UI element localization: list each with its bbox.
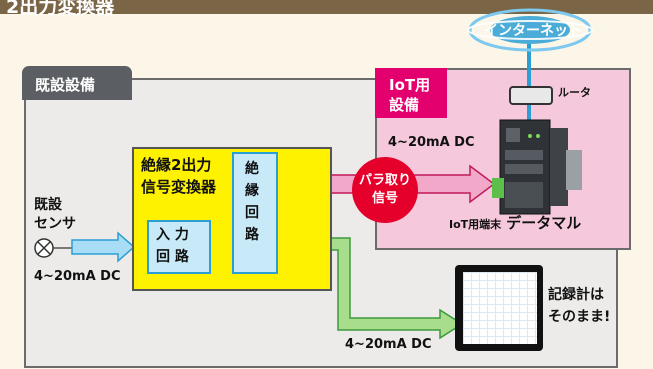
- parallel-line2: 信号: [371, 191, 398, 206]
- sensor-label-line1: 既設: [34, 197, 62, 213]
- existing-equipment-label: 既設設備: [35, 76, 96, 94]
- iot-terminal-label: IoT用端末 データマル: [449, 213, 581, 232]
- parallel-line1: パラ取り: [358, 173, 411, 188]
- iot-equipment-tab: IoT用 設備: [375, 68, 447, 118]
- internet-label: インターネット: [484, 23, 582, 39]
- isolation-char-4: 路: [245, 227, 259, 243]
- isolation-char-2: 縁: [245, 183, 259, 199]
- iot-terminal-name: データマル: [506, 214, 582, 232]
- input-circuit-line2: 回 路: [156, 249, 189, 265]
- recorder-signal-label: 4~20mA DC: [345, 337, 432, 352]
- recorder-paper: [463, 272, 537, 344]
- iot-label-line2: 設備: [389, 96, 420, 114]
- isolation-char-3: 回: [245, 205, 259, 221]
- internet-globe-icon: [467, 8, 593, 52]
- router-label: ルータ: [558, 86, 591, 99]
- isolation-circuit-box: [232, 152, 278, 274]
- sensor-input-arrow: [71, 231, 136, 263]
- page-title: 2出力変換器: [6, 0, 115, 18]
- converter-title-line2: 信号変換器: [141, 178, 217, 196]
- input-circuit-line1: 入 力: [156, 227, 189, 243]
- sensor-icon: [34, 238, 54, 258]
- converter-title-line1: 絶縁2出力: [141, 156, 212, 174]
- iot-label-line1: IoT用: [389, 76, 431, 94]
- iot-terminal-device-icon: [492, 119, 582, 215]
- iot-terminal-prefix: IoT用端末: [449, 218, 502, 231]
- parallel-signal-text: パラ取り 信号: [352, 172, 418, 208]
- input-circuit-box: [147, 220, 211, 274]
- isolation-char-1: 絶: [245, 161, 259, 177]
- recorder-note-line2: そのまま!: [548, 309, 611, 325]
- sensor-label-line2: センサ: [34, 216, 76, 232]
- sensor-signal-label: 4~20mA DC: [34, 269, 121, 284]
- iot-signal-label: 4~20mA DC: [388, 135, 475, 150]
- existing-equipment-tab: 既設設備: [22, 66, 132, 100]
- router-icon: [509, 86, 553, 105]
- title-bar: 2出力変換器: [0, 0, 653, 18]
- recorder-note-line1: 記録計は: [548, 287, 604, 303]
- parallel-signal-badge: [352, 157, 418, 223]
